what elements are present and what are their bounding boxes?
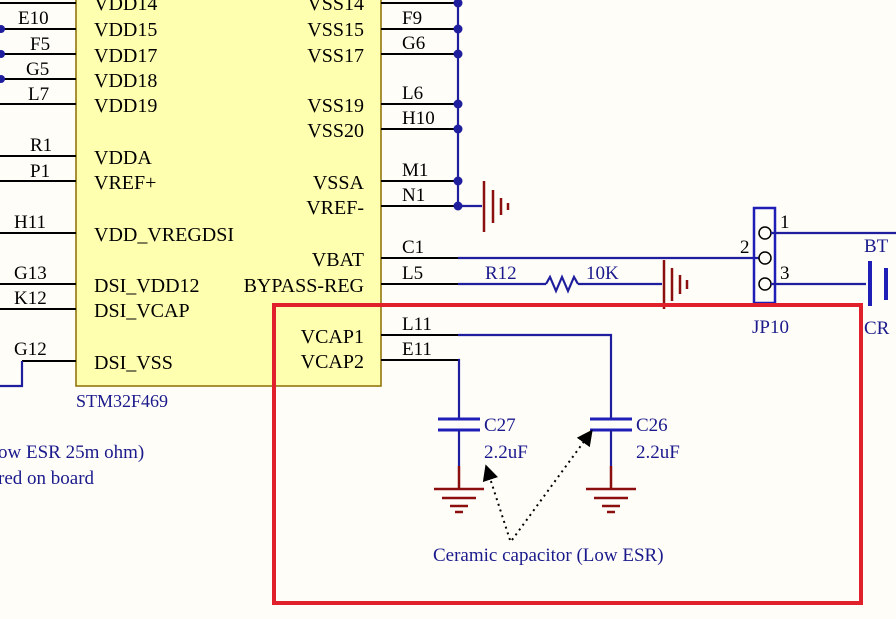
chip-name: STM32F469 bbox=[76, 391, 168, 411]
chip-pin-label: VSS14 bbox=[307, 0, 364, 15]
pin-label: VSS17 bbox=[307, 45, 364, 67]
pin-number: P1 bbox=[30, 161, 50, 182]
pin-label: VDDA bbox=[94, 147, 152, 169]
pin-label: VSS19 bbox=[307, 95, 364, 117]
ground-symbol-icon bbox=[434, 487, 484, 514]
jumper-ref: JP10 bbox=[752, 317, 789, 338]
pin-label: VSS15 bbox=[307, 19, 364, 41]
pin-label: VDD17 bbox=[94, 45, 157, 67]
note-line-2: red on board bbox=[0, 468, 95, 489]
annotation-arrow-left bbox=[482, 464, 511, 541]
annotation-text: Ceramic capacitor (Low ESR) bbox=[433, 545, 664, 566]
capacitor-c27-icon bbox=[438, 417, 480, 488]
pin-label: VREF+ bbox=[94, 172, 156, 194]
ground-symbol-icon bbox=[586, 487, 636, 514]
pin-number: G12 bbox=[14, 339, 47, 360]
pin-number: M1 bbox=[402, 160, 428, 181]
edge-label-cr: CR bbox=[864, 318, 890, 339]
edge-label-bt: BT bbox=[864, 236, 889, 257]
left-junctions bbox=[0, 25, 5, 83]
vcap1-wire bbox=[458, 333, 613, 418]
pin-number: R1 bbox=[30, 135, 52, 156]
jumper-pin: 1 bbox=[780, 212, 790, 233]
ground-symbol-icon bbox=[662, 260, 689, 309]
pin-label: BYPASS-REG bbox=[244, 275, 364, 297]
pin-label: VDD15 bbox=[94, 19, 157, 41]
pin-number: G13 bbox=[14, 263, 47, 284]
highlight-box bbox=[272, 303, 863, 605]
pin-label: VSS20 bbox=[307, 120, 364, 142]
pin-number: F5 bbox=[30, 34, 50, 55]
pin-number: H10 bbox=[402, 108, 435, 129]
pin-label: VREF- bbox=[306, 197, 364, 219]
pin-number: G5 bbox=[26, 59, 49, 80]
ground-symbol-icon bbox=[482, 181, 510, 232]
pin-label: VCAP2 bbox=[301, 351, 364, 373]
vcap2-wire bbox=[457, 358, 461, 418]
note-line-1: ow ESR 25m ohm) bbox=[0, 442, 144, 463]
vss-junctions bbox=[453, 0, 463, 211]
pin-number: G6 bbox=[402, 33, 425, 54]
pin-label: VCAP1 bbox=[301, 326, 364, 348]
capacitor-value: 2.2uF bbox=[636, 442, 680, 463]
pin-number: L7 bbox=[28, 84, 49, 105]
pin-number: C1 bbox=[402, 237, 424, 258]
pin-number: L6 bbox=[402, 83, 423, 104]
chip-left-pins: E10 VDD15 F5 VDD17 G5 VDD18 L7 VDD19 R1 … bbox=[0, 8, 234, 388]
capacitor-c26-icon bbox=[590, 417, 632, 488]
capacitor-ref: C27 bbox=[484, 415, 516, 436]
jumper-pin: 2 bbox=[740, 237, 750, 258]
pin-number: F9 bbox=[402, 8, 422, 29]
pin-number: L11 bbox=[402, 314, 432, 335]
pin-number: L5 bbox=[402, 263, 423, 284]
pin-label: VBAT bbox=[312, 249, 364, 271]
pin-label: DSI_VCAP bbox=[94, 300, 190, 322]
chip-right-pins: F9 VSS15 G6 VSS17 L6 VSS19 H10 VSS20 M1 … bbox=[244, 8, 458, 373]
capacitor-ref: C26 bbox=[636, 415, 668, 436]
pin-label: DSI_VSS bbox=[94, 352, 173, 374]
chip-pin-label: VDD14 bbox=[94, 0, 157, 15]
resistor-value: 10K bbox=[586, 263, 619, 284]
pin-label: VDD18 bbox=[94, 70, 157, 92]
pin-label: VDD_VREGDSI bbox=[94, 224, 234, 246]
jumper-jp10: 1 2 3 bbox=[740, 206, 790, 305]
capacitor-value: 2.2uF bbox=[484, 442, 528, 463]
jumper-pin: 3 bbox=[780, 263, 790, 284]
chip-body bbox=[75, 0, 382, 387]
pin-number: K12 bbox=[14, 288, 47, 309]
resistor-r12-icon bbox=[545, 274, 579, 294]
pin-number: N1 bbox=[402, 185, 425, 206]
pin-number: E11 bbox=[402, 339, 432, 360]
pin-number: H11 bbox=[14, 212, 46, 233]
pin-label: VSSA bbox=[313, 172, 365, 194]
pin-label: VDD19 bbox=[94, 95, 157, 117]
pin-label: DSI_VDD12 bbox=[94, 275, 200, 297]
resistor-ref: R12 bbox=[485, 263, 517, 284]
pin-number: E10 bbox=[18, 8, 49, 29]
